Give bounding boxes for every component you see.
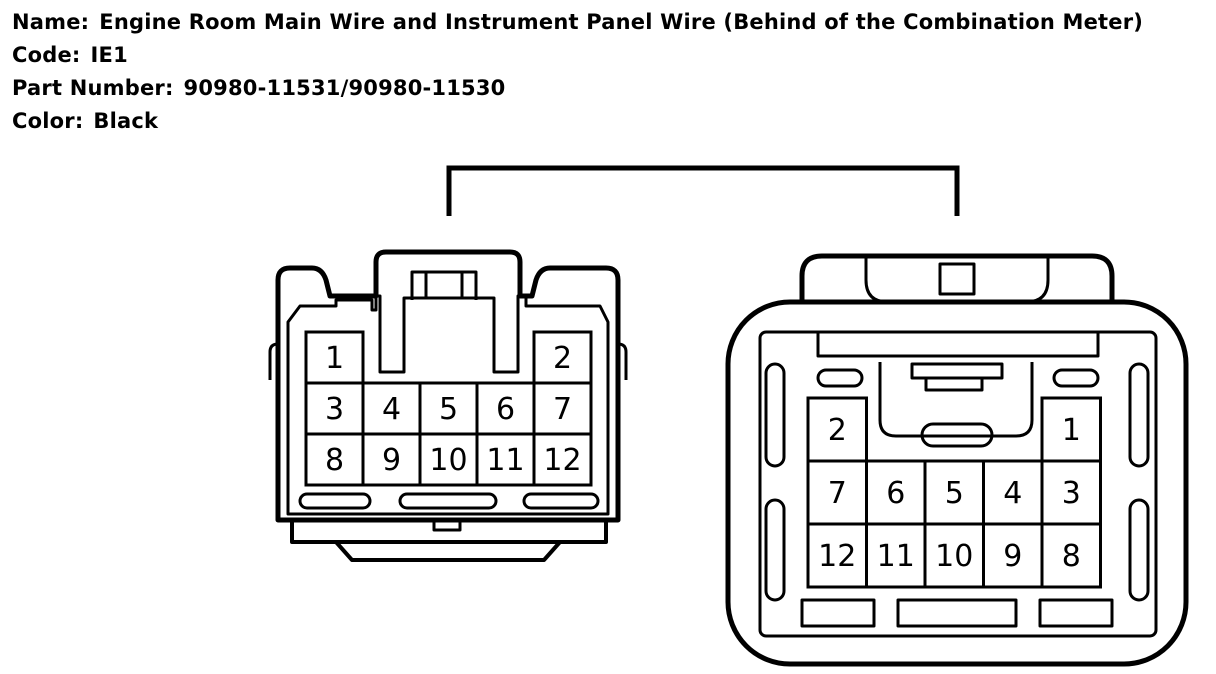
pin-cavity bbox=[532, 381, 593, 436]
pin-cavity bbox=[865, 522, 927, 589]
name-line: Name: Engine Room Main Wire and Instrumen… bbox=[12, 6, 1143, 39]
pin-cavity bbox=[1040, 459, 1102, 526]
pin-cavity bbox=[1040, 522, 1102, 589]
pin-cavity bbox=[532, 432, 593, 487]
pin-number: 10 bbox=[935, 539, 973, 574]
right-connector-side-rail bbox=[764, 498, 786, 602]
pin-number: 7 bbox=[828, 476, 847, 511]
pin-cavity bbox=[806, 396, 868, 463]
right-connector-pins: 2 1 7 6 5 4 3 12 11 10 9 8 bbox=[806, 396, 1102, 589]
left-connector-housing bbox=[275, 249, 621, 523]
pin-number: 6 bbox=[886, 476, 905, 511]
right-connector-lock-tab bbox=[924, 376, 984, 392]
code-value: IE1 bbox=[90, 43, 128, 67]
name-value: Engine Room Main Wire and Instrument Pan… bbox=[99, 10, 1144, 34]
right-connector-hood bbox=[799, 253, 1115, 302]
right-connector-frame bbox=[758, 330, 1158, 638]
pin-cavity bbox=[806, 459, 868, 526]
pin-number: 5 bbox=[945, 476, 964, 511]
pin-number: 12 bbox=[543, 443, 581, 478]
left-connector-cavity bbox=[286, 294, 610, 516]
left-connector-slot bbox=[522, 492, 600, 510]
left-connector-latch bbox=[410, 270, 478, 300]
left-connector-key bbox=[432, 518, 462, 532]
pin-number: 11 bbox=[486, 443, 524, 478]
pin-number: 3 bbox=[325, 392, 344, 427]
right-connector-hood-tab bbox=[938, 262, 976, 296]
pin-cavity bbox=[806, 522, 868, 589]
right-connector-corner-slot bbox=[816, 368, 864, 388]
right-connector-lock-slot bbox=[920, 422, 994, 448]
pin-cavity bbox=[304, 432, 365, 487]
color-value: Black bbox=[93, 109, 159, 133]
left-connector-side-catch-right bbox=[617, 342, 628, 380]
right-connector bbox=[725, 253, 1189, 667]
pin-number: 6 bbox=[496, 392, 515, 427]
left-connector-base-bottom bbox=[334, 540, 562, 562]
right-connector-side-rail bbox=[1128, 498, 1150, 602]
code-label: Code: bbox=[12, 43, 81, 67]
pin-cavity bbox=[982, 522, 1044, 589]
left-connector-side-catch-left bbox=[268, 342, 279, 380]
pin-cavity bbox=[418, 432, 479, 487]
color-line: Color: Black bbox=[12, 105, 1143, 138]
pin-number: 3 bbox=[1062, 476, 1081, 511]
pin-cavity bbox=[475, 432, 536, 487]
right-connector-hood-inner bbox=[864, 256, 1050, 304]
right-connector-lock-tab bbox=[910, 362, 1004, 380]
pin-number: 9 bbox=[382, 443, 401, 478]
pin-number: 7 bbox=[553, 392, 572, 427]
pin-number: 5 bbox=[439, 392, 458, 427]
pin-number: 12 bbox=[818, 539, 856, 574]
pin-number: 8 bbox=[325, 443, 344, 478]
color-label: Color: bbox=[12, 109, 84, 133]
connector-info: Name: Engine Room Main Wire and Instrumen… bbox=[12, 6, 1143, 138]
right-connector-lock bbox=[878, 362, 1034, 438]
right-connector-side-rail bbox=[764, 362, 786, 468]
left-connector-base bbox=[290, 520, 608, 544]
right-connector-corner-slot bbox=[1052, 368, 1100, 388]
left-connector-slot bbox=[398, 492, 498, 510]
right-connector-frame-top bbox=[816, 332, 1100, 358]
right-connector-bottom-slot bbox=[896, 598, 1018, 628]
pin-number: 4 bbox=[382, 392, 401, 427]
pin-number: 1 bbox=[1062, 413, 1081, 448]
pin-number: 1 bbox=[325, 341, 344, 376]
pin-number: 2 bbox=[828, 413, 847, 448]
name-label: Name: bbox=[12, 10, 90, 34]
pin-cavity bbox=[304, 330, 365, 385]
pin-cavity bbox=[923, 522, 985, 589]
left-connector bbox=[268, 249, 628, 562]
pin-number: 11 bbox=[877, 539, 915, 574]
code-line: Code: IE1 bbox=[12, 39, 1143, 72]
right-connector-bottom-slot bbox=[800, 598, 876, 628]
pin-number: 4 bbox=[1003, 476, 1022, 511]
pin-number: 2 bbox=[553, 341, 572, 376]
pin-number: 9 bbox=[1003, 539, 1022, 574]
right-connector-bottom-slot bbox=[1038, 598, 1114, 628]
pairing-bracket bbox=[446, 165, 960, 216]
part-number-value: 90980-11531/90980-11530 bbox=[183, 76, 506, 100]
right-connector-side-rail bbox=[1128, 362, 1150, 468]
part-number-line: Part Number: 90980-11531/90980-11530 bbox=[12, 72, 1143, 105]
left-connector-latch-tab bbox=[424, 270, 464, 300]
pin-number: 8 bbox=[1062, 539, 1081, 574]
left-connector-slot bbox=[298, 492, 372, 510]
part-number-label: Part Number: bbox=[12, 76, 174, 100]
pin-number: 10 bbox=[429, 443, 467, 478]
